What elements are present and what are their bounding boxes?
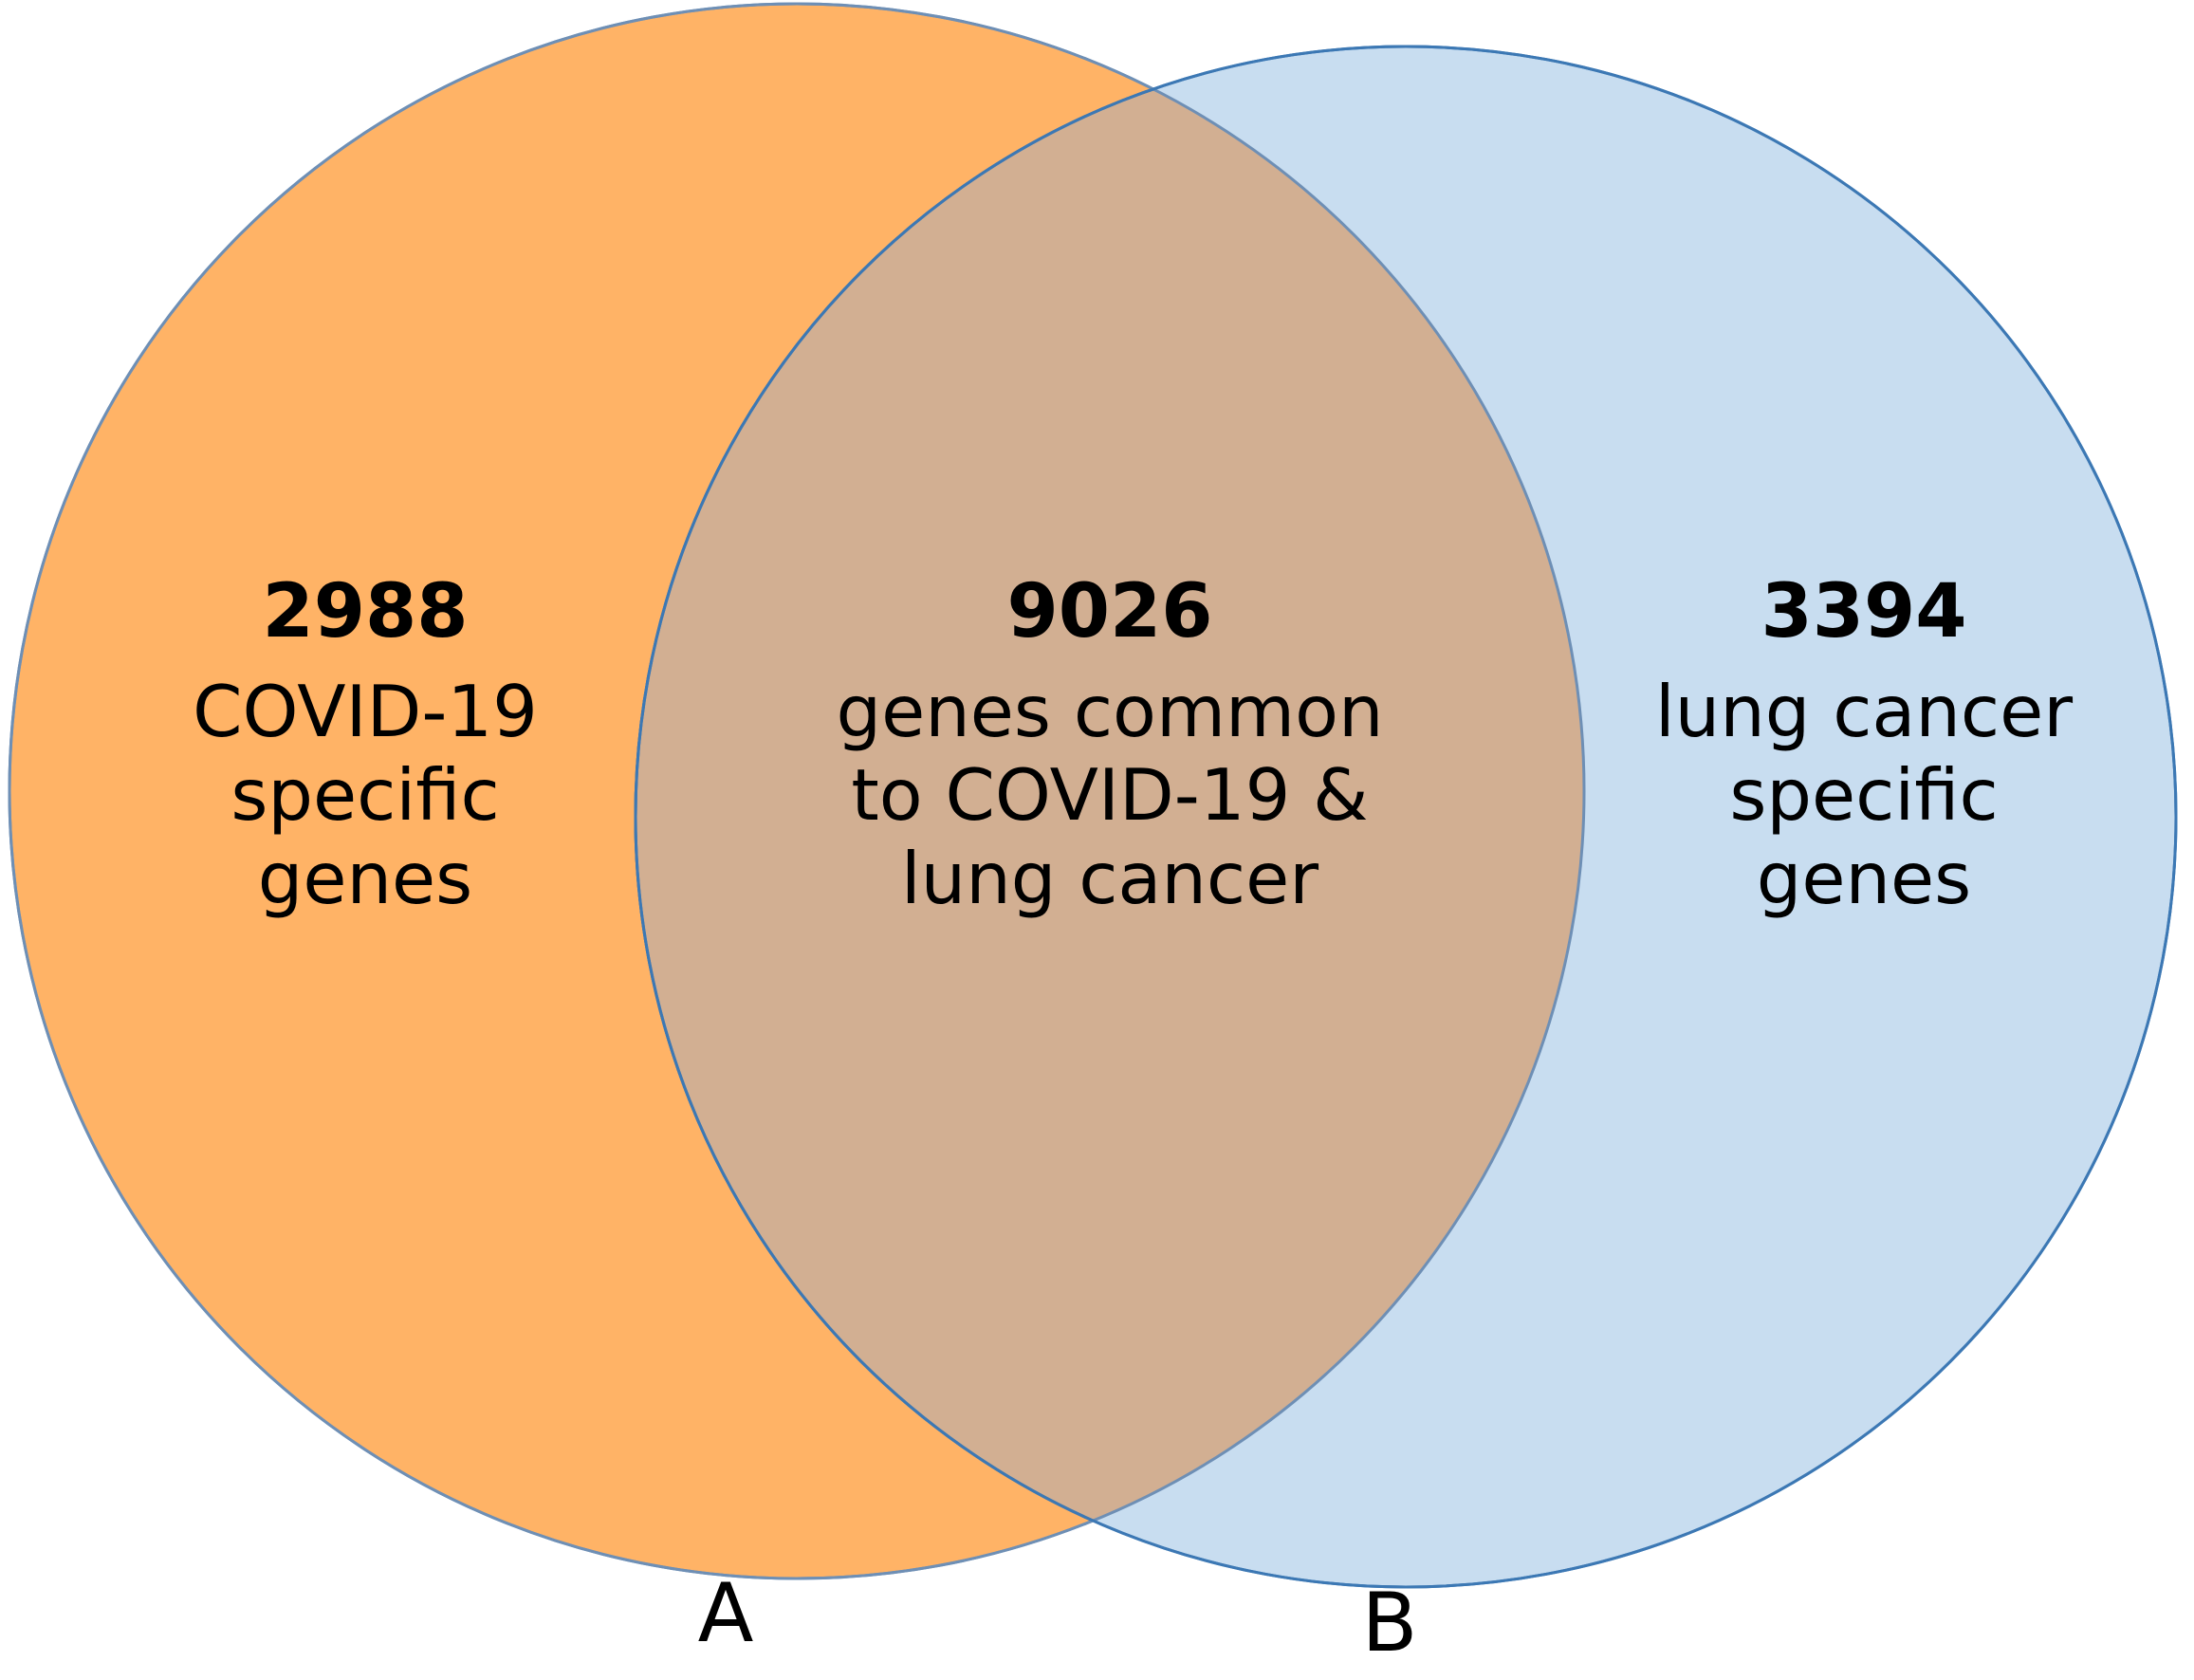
set-b-letter: B [1361,1576,1418,1671]
set-a-desc-line-3: genes [257,836,473,920]
set-b-desc-line-2: specific [1729,753,1999,837]
set-a-exclusive-label: 2988 COVID-19 specific genes [85,569,645,921]
intersection-desc-line-3: lung cancer [900,836,1319,920]
set-a-desc-line-1: COVID-19 [193,670,538,754]
set-a-outline [8,2,1586,1580]
intersection-count: 9026 [1006,569,1213,655]
set-a-desc-line-2: specific [230,753,500,837]
set-b-desc-line-3: genes [1756,836,1972,920]
set-a-letter: A [697,1566,754,1661]
set-b-exclusive-count: 3394 [1761,569,1967,655]
intersection-desc-line-1: genes common [836,670,1384,754]
set-b-desc-line-1: lung cancer [1654,670,2074,754]
set-b-outline [634,45,2178,1589]
set-b-exclusive-label: 3394 lung cancer specific genes [1575,569,2153,921]
intersection-desc-line-2: to COVID-19 & [851,753,1369,837]
set-a-exclusive-count: 2988 [262,569,469,655]
intersection-label: 9026 genes common to COVID-19 & lung can… [721,569,1499,921]
